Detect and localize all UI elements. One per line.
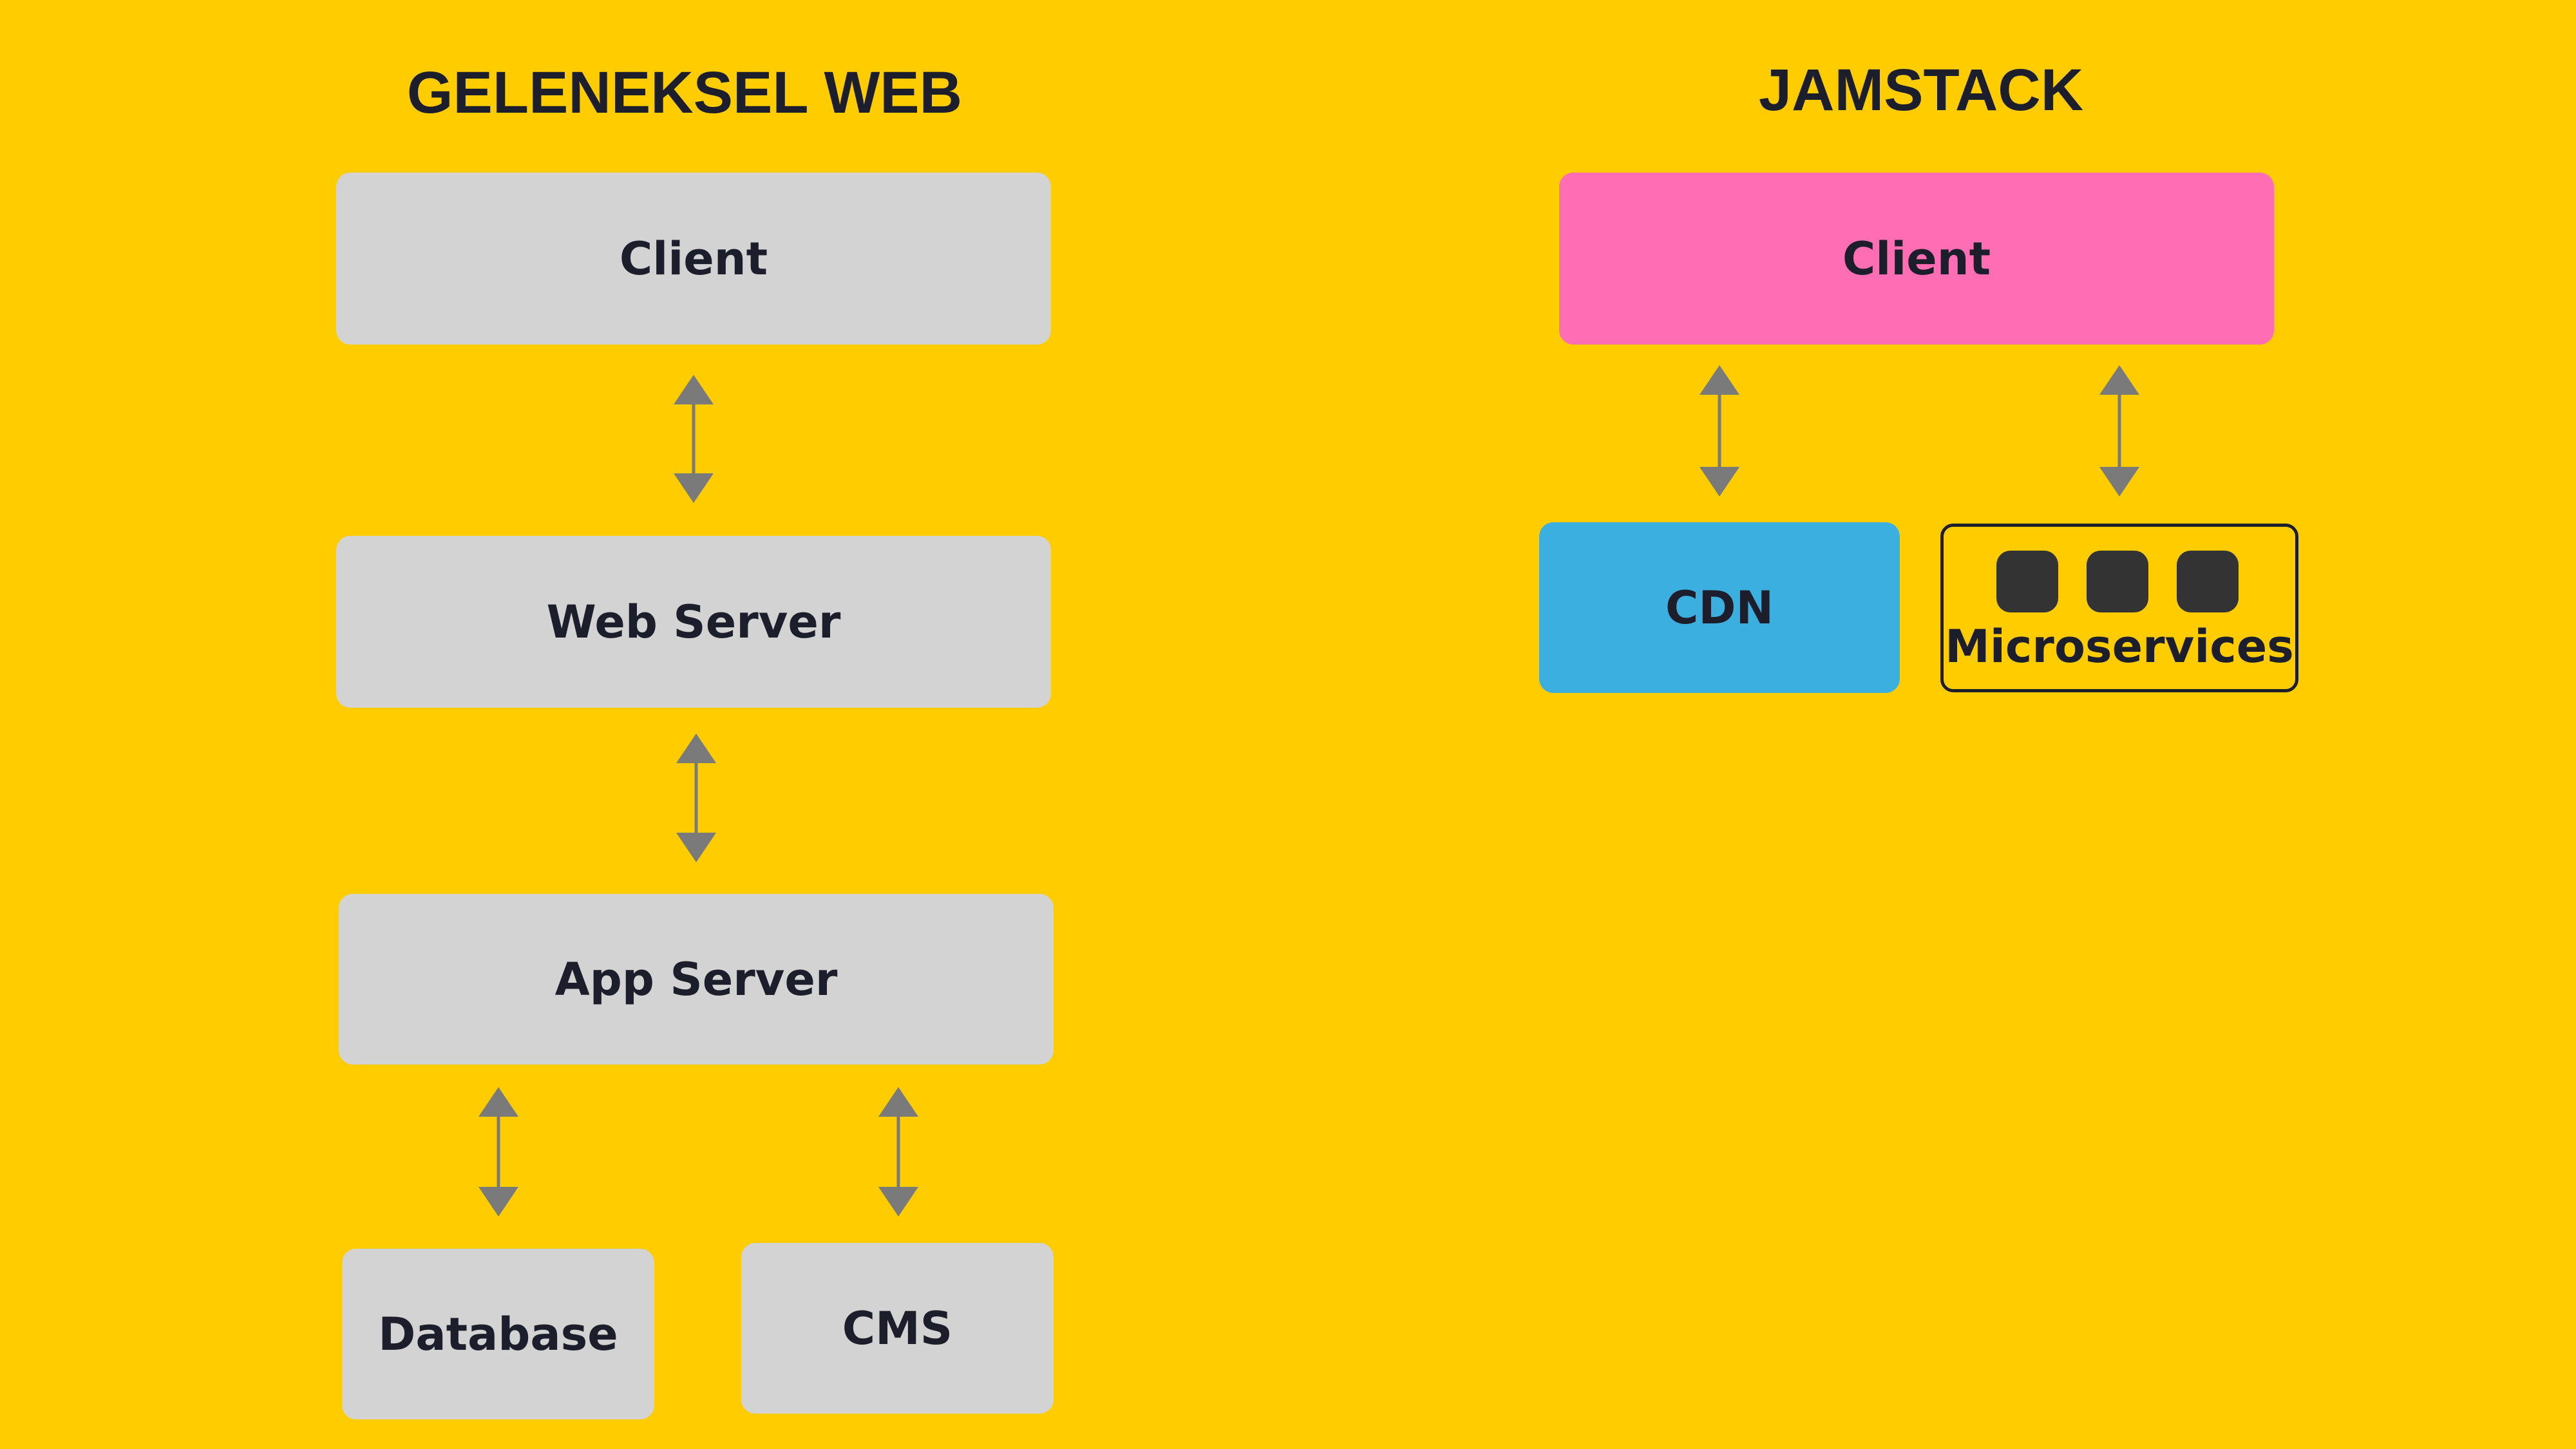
double-arrow-icon [478, 1087, 518, 1217]
microservice-square-icon [1996, 551, 2058, 612]
cms-box: CMS [741, 1243, 1054, 1414]
double-arrow-icon [674, 375, 714, 503]
traditional-client-box: Client [336, 173, 1051, 345]
microservices-label: Microservices [1945, 620, 2294, 673]
traditional-web-heading: GELENEKSEL WEB [406, 60, 963, 126]
jamstack-client-box: Client [1559, 173, 2274, 345]
app-server-box: App Server [339, 894, 1054, 1065]
cdn-label: CDN [1665, 581, 1774, 634]
jamstack-heading: JAMSTACK [1758, 57, 2084, 123]
database-label: Database [378, 1307, 618, 1361]
double-arrow-icon [878, 1087, 918, 1217]
web-server-label: Web Server [546, 595, 841, 649]
cdn-box: CDN [1539, 522, 1900, 693]
double-arrow-icon [676, 734, 716, 862]
double-arrow-icon [2099, 365, 2139, 497]
traditional-client-label: Client [619, 232, 768, 285]
microservice-square-icon [2177, 551, 2239, 612]
database-box: Database [342, 1249, 654, 1419]
web-server-box: Web Server [336, 536, 1051, 708]
double-arrow-icon [1700, 365, 1739, 497]
microservices-box: Microservices [1940, 524, 2298, 692]
app-server-label: App Server [554, 952, 838, 1006]
microservice-square-icon [2087, 551, 2148, 612]
cms-label: CMS [842, 1302, 953, 1355]
jamstack-client-label: Client [1842, 232, 1991, 285]
